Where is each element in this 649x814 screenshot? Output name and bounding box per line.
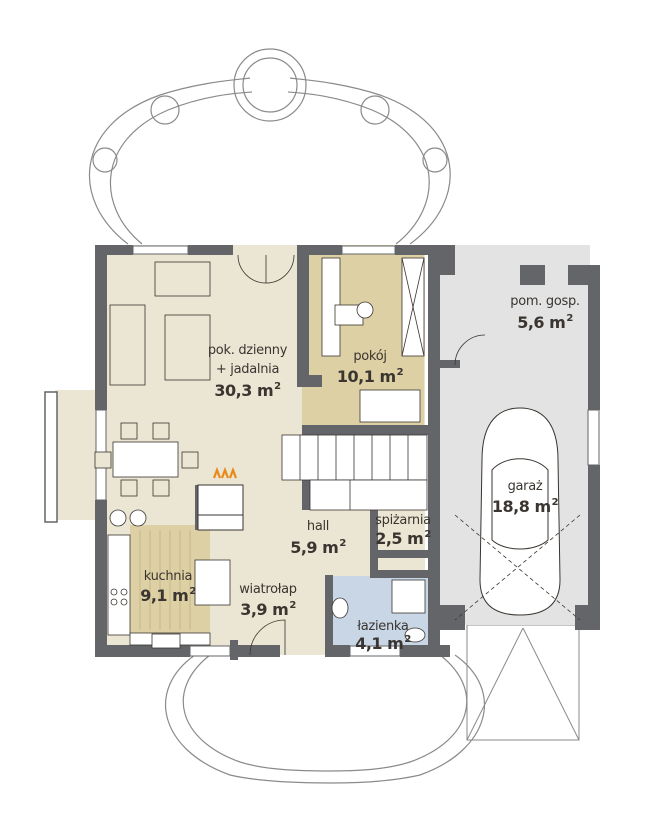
room-name: łazienka [357,619,409,634]
room-name: hall [306,519,330,534]
bay-window [44,391,58,523]
room-name: wiatrołap [239,582,297,597]
room-furniture [321,257,425,423]
room-area: 2,5 m2 [375,529,431,548]
room-name: pom. gosp. [510,294,580,309]
room-area: 10,1 m2 [336,367,404,386]
room-name-2: + jadalnia [215,362,280,377]
room-area: 30,3 m2 [214,381,281,400]
room-area: 4,1 m2 [355,634,411,653]
room-area: 18,8 m2 [491,497,559,516]
driveway [466,624,580,741]
room-label-spizarnia: spiżarnia 2,5 m2 [372,514,434,547]
room-name: pokój [353,349,387,364]
room-label-kuchnia: kuchnia 9,1 m2 [138,570,198,604]
room-label-pom-gosp: pom. gosp. 5,6 m2 [505,295,585,331]
bathroom-fittings [331,579,426,643]
bottom-pergola [164,654,486,784]
room-area: 9,1 m2 [140,586,196,605]
room-label-wiatrolap: wiatrołap 3,9 m2 [235,583,301,618]
room-label-living: pok. dzienny + jadalnia 30,3 m2 [200,344,295,399]
room-area: 5,6 m2 [517,313,573,332]
fireplace [197,466,244,531]
room-label-lazienka: łazienka 4,1 m2 [352,620,414,652]
top-pergola [88,48,451,245]
room-name: kuchnia [143,569,193,584]
stairs [281,434,428,511]
room-name: pok. dzienny [207,343,288,358]
car [479,407,561,616]
room-label-garaz: garaż 18,8 m2 [490,480,560,515]
room-name: garaż [507,479,543,494]
kitchen-fittings [107,534,231,649]
garage-door-swing [454,514,581,621]
room-name: spiżarnia [375,513,431,528]
room-label-hall: hall 5,9 m2 [288,520,348,556]
room-label-pokoj: pokój 10,1 m2 [335,350,405,385]
room-area: 3,9 m2 [240,600,296,619]
living-furniture [94,261,211,527]
room-area: 5,9 m2 [290,538,346,557]
